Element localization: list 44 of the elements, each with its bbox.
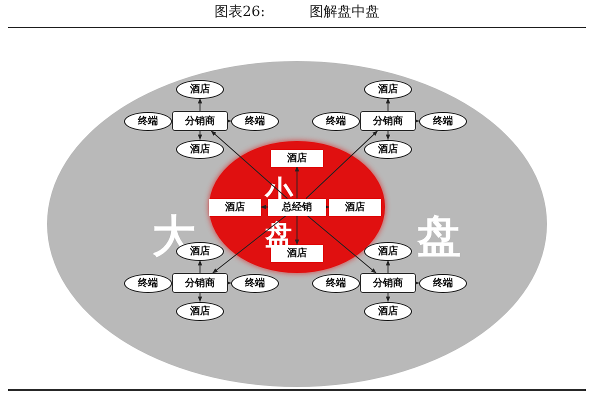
terminal-oval: 终端 [419, 274, 467, 292]
arrow [212, 215, 287, 274]
big-character: 盘 [417, 215, 461, 259]
terminal-oval: 终端 [231, 112, 279, 130]
arrow [324, 204, 330, 210]
process-box: 酒店 [271, 150, 323, 166]
terminal-oval: 酒店 [176, 140, 224, 158]
arrow [386, 98, 390, 112]
terminal-oval: 酒店 [176, 80, 224, 98]
terminal-oval: 酒店 [364, 242, 412, 260]
arrow [306, 215, 376, 274]
terminal-oval: 终端 [419, 112, 467, 130]
arrow [294, 166, 300, 199]
terminal-oval: 酒店 [364, 80, 412, 98]
arrow [226, 118, 232, 124]
arrow [198, 292, 202, 302]
terminal-oval: 终端 [231, 274, 279, 292]
arrow [198, 98, 202, 112]
arrow [294, 215, 300, 246]
terminal-oval: 酒店 [364, 140, 412, 158]
process-box: 分销商 [360, 111, 416, 131]
terminal-oval: 酒店 [364, 302, 412, 320]
process-box: 酒店 [271, 244, 323, 262]
title: 图表26: 图解盘中盘 [214, 3, 380, 21]
terminal-oval: 终端 [124, 274, 172, 292]
arrow [260, 204, 268, 210]
arrow [414, 280, 420, 286]
process-box: 分销商 [360, 273, 416, 293]
terminal-oval: 酒店 [176, 302, 224, 320]
terminal-oval: 终端 [124, 112, 172, 130]
process-box: 分销商 [172, 111, 228, 131]
arrow [414, 118, 420, 124]
process-box: 酒店 [209, 198, 261, 216]
arrow [386, 292, 390, 302]
arrow [306, 130, 378, 199]
arrow [198, 130, 202, 140]
arrow [198, 260, 202, 274]
arrow [226, 280, 232, 286]
terminal-oval: 终端 [312, 112, 360, 130]
arrow [386, 260, 390, 274]
terminal-oval: 终端 [312, 274, 360, 292]
arrow [386, 130, 390, 140]
process-box: 分销商 [172, 273, 228, 293]
process-box: 酒店 [329, 198, 381, 216]
